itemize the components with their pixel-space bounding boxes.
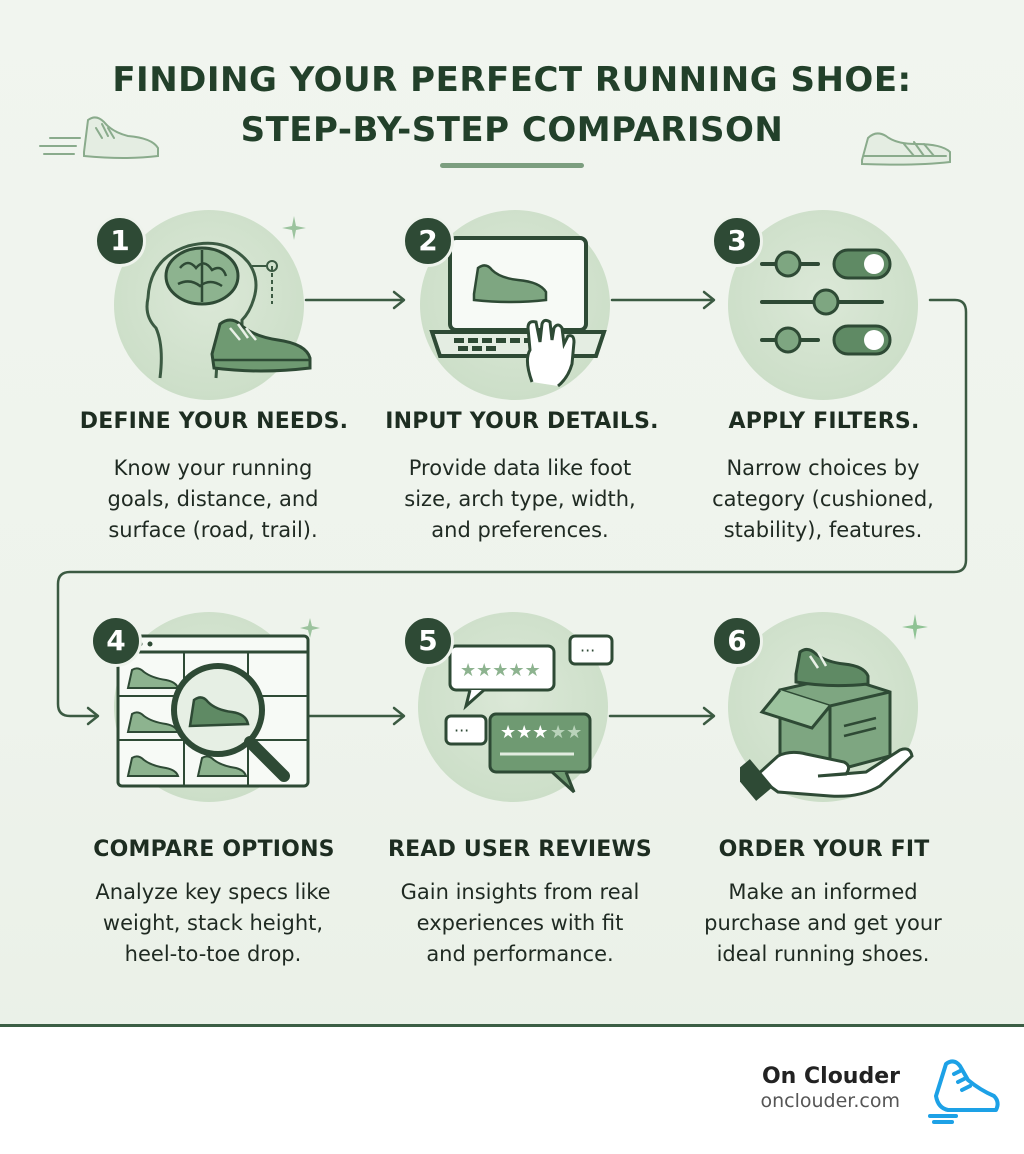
step4-number-badge: 4 [90,615,142,667]
step3-number-badge: 3 [711,215,763,267]
laptop-typing-icon [429,236,607,388]
step2-desc-line1: Provide data like foot [408,456,632,480]
page-title-line2: STEP-BY-STEP COMPARISON [240,110,784,150]
footer-divider [0,1024,1024,1027]
step4-desc-line3: heel-to-toe drop. [124,942,302,966]
title-underline [440,163,584,168]
title-block: FINDING YOUR PERFECT RUNNING SHOE: STEP-… [0,55,1024,155]
footer [0,1027,1024,1154]
step5-title: READ USER REVIEWS [388,837,652,862]
step1-desc-line1: Know your running [113,456,313,480]
step2-desc-line2: size, arch type, width, [404,487,636,511]
brand-name: On Clouder [761,1064,900,1089]
svg-text:···: ··· [454,721,469,740]
left-decorative-shoe-icon [39,116,159,159]
step4-desc-line1: Analyze key specs like [95,880,331,904]
step1-number-badge: 1 [94,215,146,267]
magnifier-grid-icon [116,634,310,788]
step5-number-badge: 5 [402,615,454,667]
step3-desc-line2: category (cushioned, [712,487,934,511]
review-bubbles-icon: ★★★★★ ··· ··· ★★★ ★★ [444,634,614,794]
step3-desc-line3: stability), features. [723,518,923,542]
step5-desc-line1: Gain insights from real [400,880,640,904]
step2-number-badge: 2 [402,215,454,267]
svg-text:★★★★★: ★★★★★ [460,660,541,681]
step6-title: ORDER YOUR FIT [718,837,930,862]
step5-desc-line2: experiences with fit [416,911,624,935]
step6-desc-line2: purchase and get your [704,911,942,935]
step2-title: INPUT YOUR DETAILS. [385,409,659,434]
sparkle-icon [282,216,306,240]
step6-desc-line3: ideal running shoes. [716,942,930,966]
step3-title: APPLY FILTERS. [728,409,920,434]
svg-text:★★★: ★★★ [500,722,548,743]
sparkle-icon [902,614,928,640]
brain-head-shoe-icon [145,241,312,379]
svg-text:★★: ★★ [550,722,582,743]
step4-desc-line2: weight, stack height, [102,911,324,935]
filter-sliders-icon [760,248,892,356]
running-shoe-logo-icon [928,1059,1000,1124]
box-hand-shoe-icon [740,647,914,801]
step3-desc-line1: Narrow choices by [726,456,920,480]
step4-title: COMPARE OPTIONS [93,837,335,862]
step1-desc-line2: goals, distance, and [107,487,319,511]
step5-desc-line3: and performance. [426,942,614,966]
brand-url[interactable]: onclouder.com [760,1090,901,1112]
sparkle-icon [300,618,320,638]
step6-number-badge: 6 [711,615,763,667]
step2-desc-line3: and preferences. [431,518,609,542]
right-decorative-shoe-icon [861,132,951,166]
step1-desc-line3: surface (road, trail). [108,518,318,542]
svg-text:···: ··· [580,641,595,660]
step1-title: DEFINE YOUR NEEDS. [79,409,349,434]
page-title-line1: FINDING YOUR PERFECT RUNNING SHOE: [112,60,912,100]
step6-desc-line1: Make an informed [728,880,918,904]
